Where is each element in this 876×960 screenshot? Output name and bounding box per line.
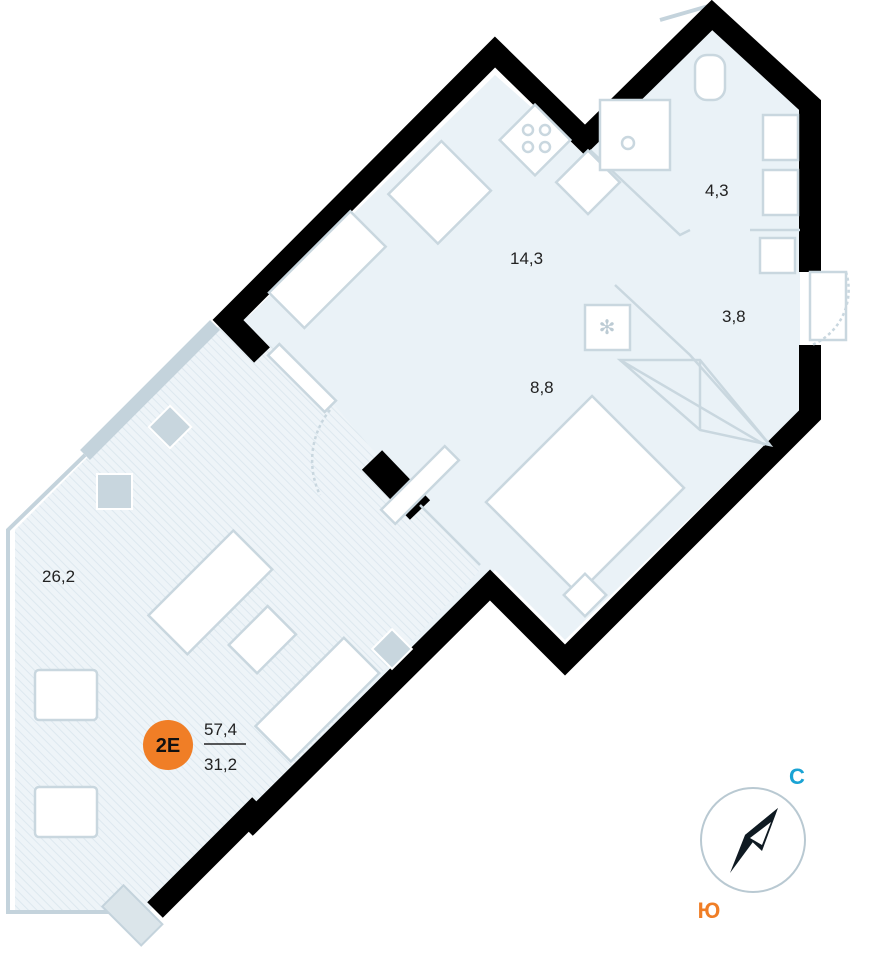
entrance-door bbox=[808, 270, 848, 342]
armchair-bottom bbox=[33, 785, 99, 839]
nightstand bbox=[562, 572, 608, 618]
coffee-table bbox=[226, 604, 298, 676]
bed bbox=[484, 394, 686, 596]
svg-text:✻: ✻ bbox=[599, 317, 616, 339]
washing-machine bbox=[761, 168, 800, 217]
balcony-door bbox=[100, 883, 164, 947]
room-area-kitchen: 14,3 bbox=[510, 249, 543, 268]
window-wall-top bbox=[659, 3, 713, 22]
sofa-living bbox=[146, 528, 274, 656]
compass: С Ю bbox=[698, 764, 806, 923]
door-living bbox=[266, 342, 338, 414]
stove bbox=[497, 102, 573, 178]
window-wall bbox=[80, 320, 220, 460]
boiler bbox=[758, 236, 797, 275]
hall-partition bbox=[614, 284, 771, 446]
bathroom-partition bbox=[589, 149, 691, 237]
door-swing bbox=[811, 271, 850, 347]
room-area-hallway: 3,8 bbox=[722, 307, 746, 326]
desk bbox=[379, 444, 461, 526]
washbasin bbox=[761, 113, 800, 162]
ac-unit bbox=[583, 303, 632, 352]
shower bbox=[598, 98, 672, 172]
living-area: 31,2 bbox=[204, 755, 237, 774]
window-frame bbox=[6, 453, 150, 914]
total-area: 57,4 bbox=[204, 720, 237, 739]
outer-wall bbox=[237, 345, 821, 836]
bedroom-partition bbox=[419, 504, 481, 566]
sofa-living-2 bbox=[253, 636, 381, 764]
wardrobe bbox=[616, 358, 774, 447]
apartment-badge bbox=[143, 720, 193, 770]
room-area-living: 26,2 bbox=[42, 567, 75, 586]
room-area-bedroom: 8,8 bbox=[530, 378, 554, 397]
sofa bbox=[267, 209, 388, 330]
column bbox=[370, 627, 414, 671]
armchair-top bbox=[33, 668, 99, 722]
compass-north: С bbox=[789, 764, 805, 789]
column bbox=[96, 473, 133, 510]
column bbox=[147, 404, 193, 450]
dining-table bbox=[386, 139, 493, 246]
outer-wall bbox=[212, 0, 821, 363]
apartment-type: 2E bbox=[156, 735, 180, 757]
room-area-bathroom: 4,3 bbox=[705, 181, 729, 200]
compass-south: Ю bbox=[698, 898, 721, 923]
toilet bbox=[693, 53, 727, 102]
outer-wall bbox=[147, 797, 268, 918]
